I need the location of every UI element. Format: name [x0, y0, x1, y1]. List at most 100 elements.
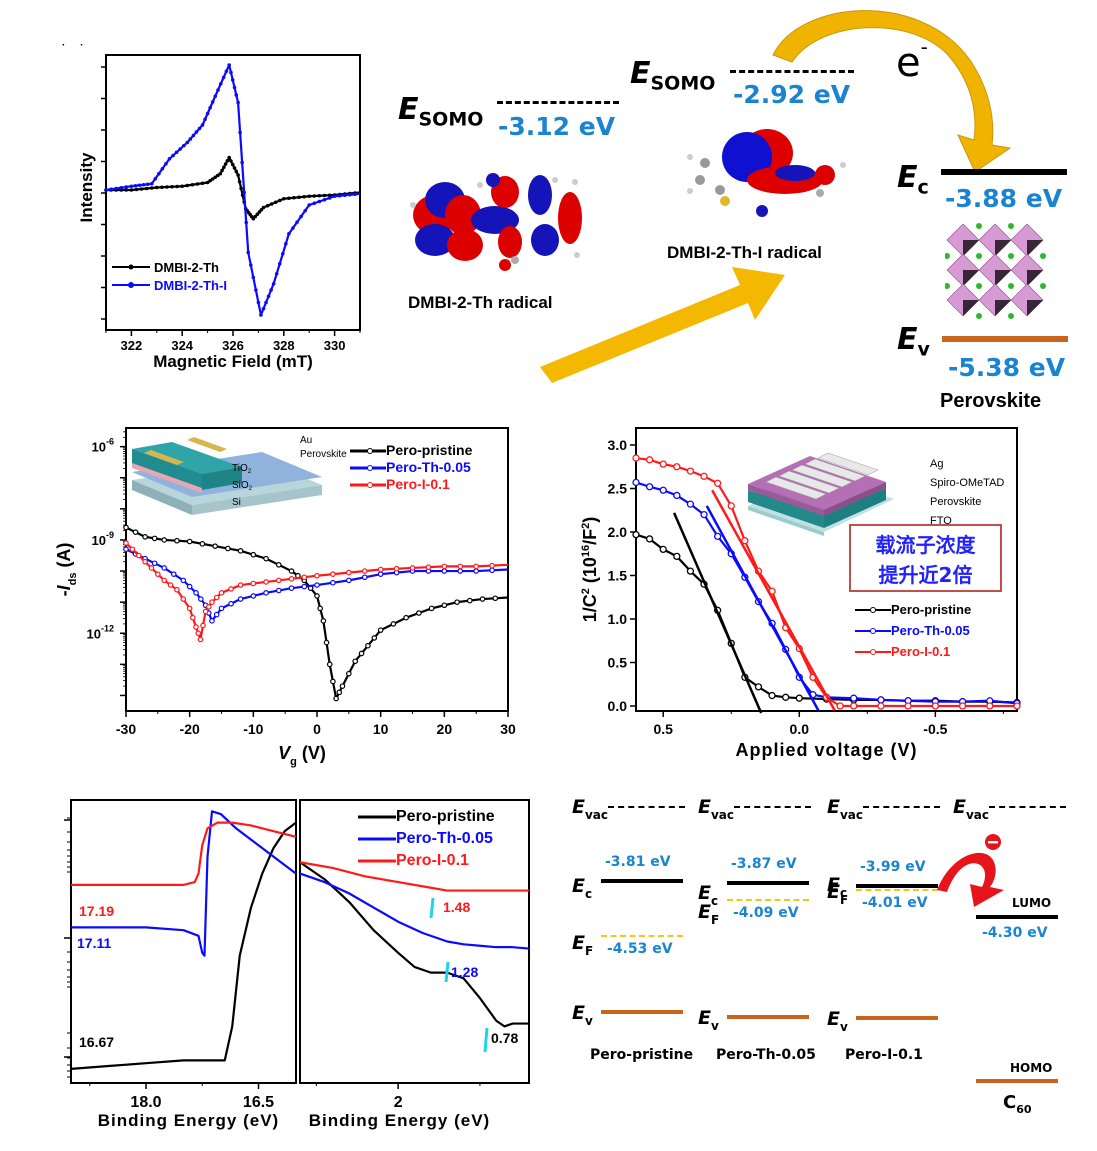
cation-atom [1008, 223, 1014, 229]
esr-point [149, 186, 154, 190]
cutoff-label-red: 17.19 [79, 903, 115, 919]
inset-label-ag: Ag [930, 458, 944, 470]
cation-atom [1008, 313, 1014, 319]
dmbi-2-th-i-radical-label: DMBI-2-Th-I radical [667, 243, 822, 262]
ms-series-1-point [877, 696, 885, 704]
ec-label: Ec [698, 882, 719, 908]
esr-point [238, 130, 242, 135]
dmbi-2-th-radical-label: DMBI-2-Th radical [408, 293, 553, 312]
octahedron-shadow [995, 300, 1011, 316]
dmbi-2-th-i-orbital-image [687, 129, 846, 217]
esr-point [157, 171, 161, 176]
perovskite-ec-sub: c [917, 176, 929, 199]
ms-legend-label: Pero-pristine [891, 602, 972, 617]
evac-level [608, 806, 685, 808]
transfer-point [371, 635, 378, 641]
esr-point [332, 194, 337, 199]
ms-series-1-point [632, 478, 640, 487]
esr-legend-swatch-blue [112, 282, 150, 288]
esr-point [205, 111, 210, 116]
evac-label: Evac [953, 796, 990, 822]
transfer-point [174, 537, 180, 544]
esr-point [353, 192, 357, 197]
transfer-legend: Pero-pristine Pero-Th-0.05 Pero-I-0.1 [350, 442, 472, 493]
transfer-xtick-label: 30 [500, 721, 516, 737]
ev-label: Ev [827, 1008, 848, 1034]
transfer-legend-label: Pero-pristine [386, 442, 473, 458]
transfer-point [186, 538, 193, 545]
transfer-xlabel: Vg (V) [278, 743, 326, 768]
esr-point [144, 186, 149, 191]
transfer-point [142, 558, 148, 565]
ups-left-xtick-label: 18.0 [130, 1094, 161, 1111]
esr-point [322, 193, 327, 198]
column-label: Pero-Th-0.05 [716, 1047, 816, 1063]
esr-point [195, 182, 200, 186]
esr-point [266, 294, 271, 299]
esr-point [149, 181, 154, 186]
ms-series-2-point [673, 463, 681, 471]
esr-point [185, 183, 190, 188]
esr-point [191, 133, 196, 138]
electron-superscript: - [920, 35, 928, 59]
esr-point [114, 186, 118, 191]
ms-series-2-point [850, 702, 858, 710]
esr-point [141, 182, 146, 187]
esr-legend-item: DMBI-2-Th [112, 258, 227, 276]
ef-level [601, 935, 683, 937]
esr-point [229, 159, 233, 163]
octahedron-shadow [1027, 300, 1043, 316]
transfer-point [339, 683, 346, 689]
inset-label-perovskite: Perovskite [300, 449, 347, 460]
esr-point [234, 169, 239, 174]
evac-level [734, 806, 811, 808]
transfer-point [301, 574, 308, 581]
ec-level [727, 881, 809, 885]
esr-point [348, 192, 352, 197]
transfer-point [218, 590, 225, 596]
esr-point [160, 166, 165, 171]
solar-cell-inset [748, 452, 894, 536]
esr-xtick-label: 328 [273, 338, 295, 353]
transfer-point [237, 582, 244, 588]
transfer-point [330, 571, 336, 577]
esr-point [327, 193, 332, 198]
transfer-point [492, 595, 499, 602]
vb-onset-marker [429, 897, 435, 919]
esr-point [261, 205, 266, 210]
transfer-point [326, 661, 333, 668]
column-label: Pero-pristine [590, 1047, 694, 1063]
transfer-point [361, 568, 368, 574]
transfer-point [225, 545, 231, 552]
somo-right-value: -2.92 eV [733, 80, 851, 109]
transfer-point [314, 572, 320, 579]
ups-right-series-0-line [299, 861, 529, 1028]
esr-point [208, 105, 212, 110]
mott-schottky-legend: Pero-pristine Pero-Th-0.05 Pero-I-0.1 [855, 599, 971, 662]
esr-point [342, 193, 347, 198]
esr-point [246, 250, 251, 255]
evac-label: Evac [698, 796, 735, 822]
transfer-point [330, 579, 336, 586]
carrier-concentration-annotation: 载流子浓度 提升近2倍 [849, 524, 1002, 592]
transfer-xtick-label: -30 [116, 721, 136, 737]
esr-point [200, 123, 205, 127]
transfer-point [473, 568, 479, 574]
somo-right-level [730, 70, 854, 73]
esr-point [269, 202, 274, 206]
transfer-point [457, 563, 464, 570]
ms-series-2-point [877, 702, 885, 710]
octahedron-shadow [963, 300, 979, 316]
transfer-point [288, 568, 295, 574]
ms-series-2-point [700, 472, 708, 480]
vb-onset-marker [444, 961, 450, 983]
ms-series-1-point [673, 491, 681, 500]
esr-point [269, 288, 273, 292]
transfer-point [197, 636, 204, 643]
evac-level [863, 806, 940, 808]
transfer-point [275, 577, 282, 584]
transfer-point [209, 599, 215, 605]
ms-series-1-point [713, 532, 722, 541]
